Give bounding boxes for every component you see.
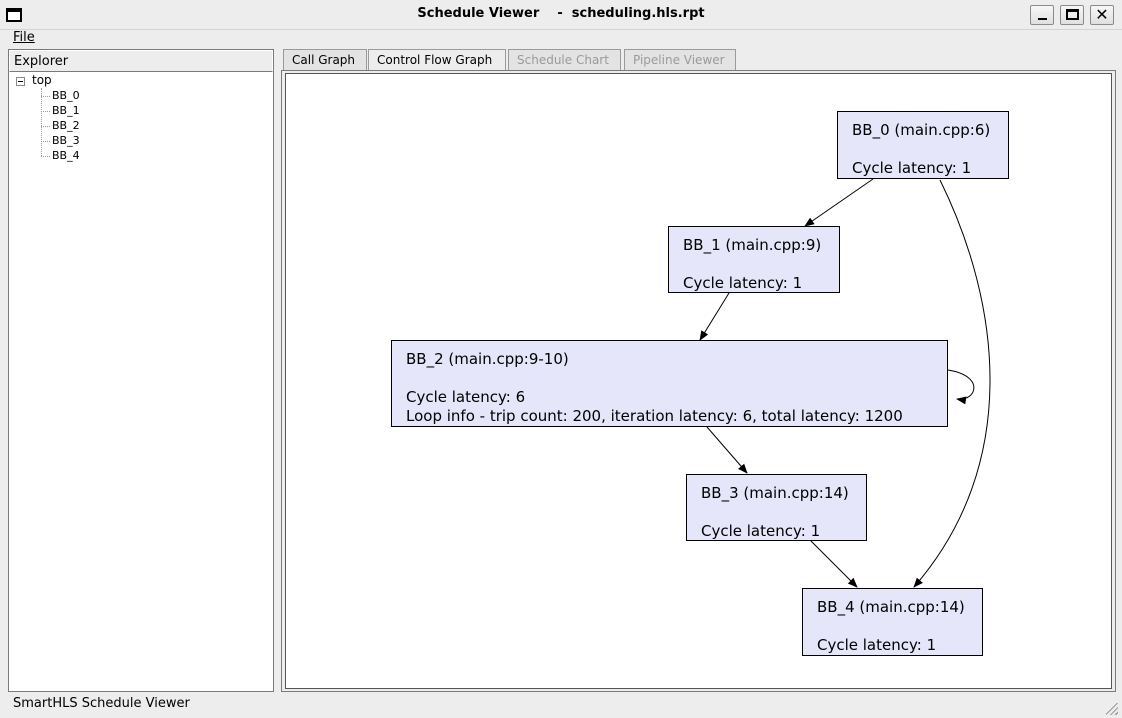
tree-branch-line <box>41 126 50 127</box>
node-bb1[interactable]: BB_1 (main.cpp:9) Cycle latency: 1 <box>668 226 840 293</box>
minimize-icon <box>1038 18 1047 20</box>
node-spacer <box>701 503 866 522</box>
explorer-header: Explorer <box>9 50 273 72</box>
tree-item-label: BB_1 <box>52 104 80 117</box>
edge-bb3-bb4 <box>809 539 858 588</box>
edge-bb0-bb1 <box>804 178 874 227</box>
node-latency: Cycle latency: 1 <box>683 274 803 292</box>
tree-branch-line <box>41 96 50 97</box>
close-icon: ✕ <box>1095 5 1109 24</box>
minimize-button[interactable] <box>1030 5 1054 25</box>
tree-branch-line <box>41 156 50 157</box>
resize-grip-icon[interactable] <box>1106 703 1118 715</box>
node-latency: Cycle latency: 6 <box>406 388 526 406</box>
node-title: BB_0 (main.cpp:6) <box>852 121 991 139</box>
tab-control-flow-graph[interactable]: Control Flow Graph <box>368 49 506 71</box>
tab-pipeline-viewer[interactable]: Pipeline Viewer <box>624 49 736 70</box>
edge-bb2-self <box>947 369 975 405</box>
node-bb0[interactable]: BB_0 (main.cpp:6) Cycle latency: 1 <box>837 111 1009 179</box>
node-loop-info: Loop info - trip count: 200, iteration l… <box>406 407 903 425</box>
maximize-button[interactable] <box>1060 5 1084 25</box>
explorer-panel: Explorer top BB_0 BB_1 BB_2 BB_3 BB_4 <box>8 49 274 692</box>
tree-item-label: BB_4 <box>52 149 80 162</box>
tree-root-top[interactable]: top <box>32 73 52 87</box>
node-bb3[interactable]: BB_3 (main.cpp:14) Cycle latency: 1 <box>686 474 867 541</box>
status-bar: SmartHLS Schedule Viewer <box>0 694 1122 718</box>
node-title: BB_2 (main.cpp:9-10) <box>406 350 569 368</box>
graph-edges <box>699 178 991 588</box>
menu-file[interactable]: File <box>13 30 35 45</box>
node-title: BB_3 (main.cpp:14) <box>701 484 849 502</box>
collapse-toggle-icon[interactable] <box>16 77 25 86</box>
tree-item-label: BB_0 <box>52 89 80 102</box>
node-spacer <box>406 369 947 388</box>
tree-item-label: BB_2 <box>52 119 80 132</box>
node-bb2[interactable]: BB_2 (main.cpp:9-10) Cycle latency: 6 Lo… <box>391 340 948 427</box>
node-latency: Cycle latency: 1 <box>852 159 972 177</box>
tree-connector <box>41 88 42 156</box>
edge-bb1-bb2 <box>699 292 730 341</box>
title-bar: Schedule Viewer - scheduling.hls.rpt ✕ <box>0 0 1122 30</box>
maximize-icon <box>1066 9 1079 20</box>
node-title: BB_1 (main.cpp:9) <box>683 236 822 254</box>
tab-schedule-chart[interactable]: Schedule Chart <box>508 49 621 70</box>
node-bb4[interactable]: BB_4 (main.cpp:14) Cycle latency: 1 <box>802 588 983 656</box>
edge-bb2-bb3 <box>706 426 748 474</box>
node-spacer <box>852 140 1008 159</box>
tree-branch-line <box>41 141 50 142</box>
node-latency: Cycle latency: 1 <box>817 636 937 654</box>
node-spacer <box>817 617 982 636</box>
graph-frame: BB_0 (main.cpp:6) Cycle latency: 1 BB_1 … <box>281 70 1116 692</box>
menu-bar: File <box>0 30 1122 46</box>
node-latency: Cycle latency: 1 <box>701 522 821 540</box>
status-text: SmartHLS Schedule Viewer <box>13 696 190 711</box>
close-button[interactable]: ✕ <box>1090 5 1114 25</box>
node-title: BB_4 (main.cpp:14) <box>817 598 965 616</box>
window-icon[interactable] <box>6 8 22 22</box>
window-title: Schedule Viewer - scheduling.hls.rpt <box>417 6 705 21</box>
tab-call-graph[interactable]: Call Graph <box>283 49 367 70</box>
control-flow-graph-canvas[interactable]: BB_0 (main.cpp:6) Cycle latency: 1 BB_1 … <box>285 73 1112 689</box>
tree-branch-line <box>41 111 50 112</box>
tree-item-label: BB_3 <box>52 134 80 147</box>
node-spacer <box>683 255 839 274</box>
edge-bb0-bb4 <box>913 179 991 588</box>
